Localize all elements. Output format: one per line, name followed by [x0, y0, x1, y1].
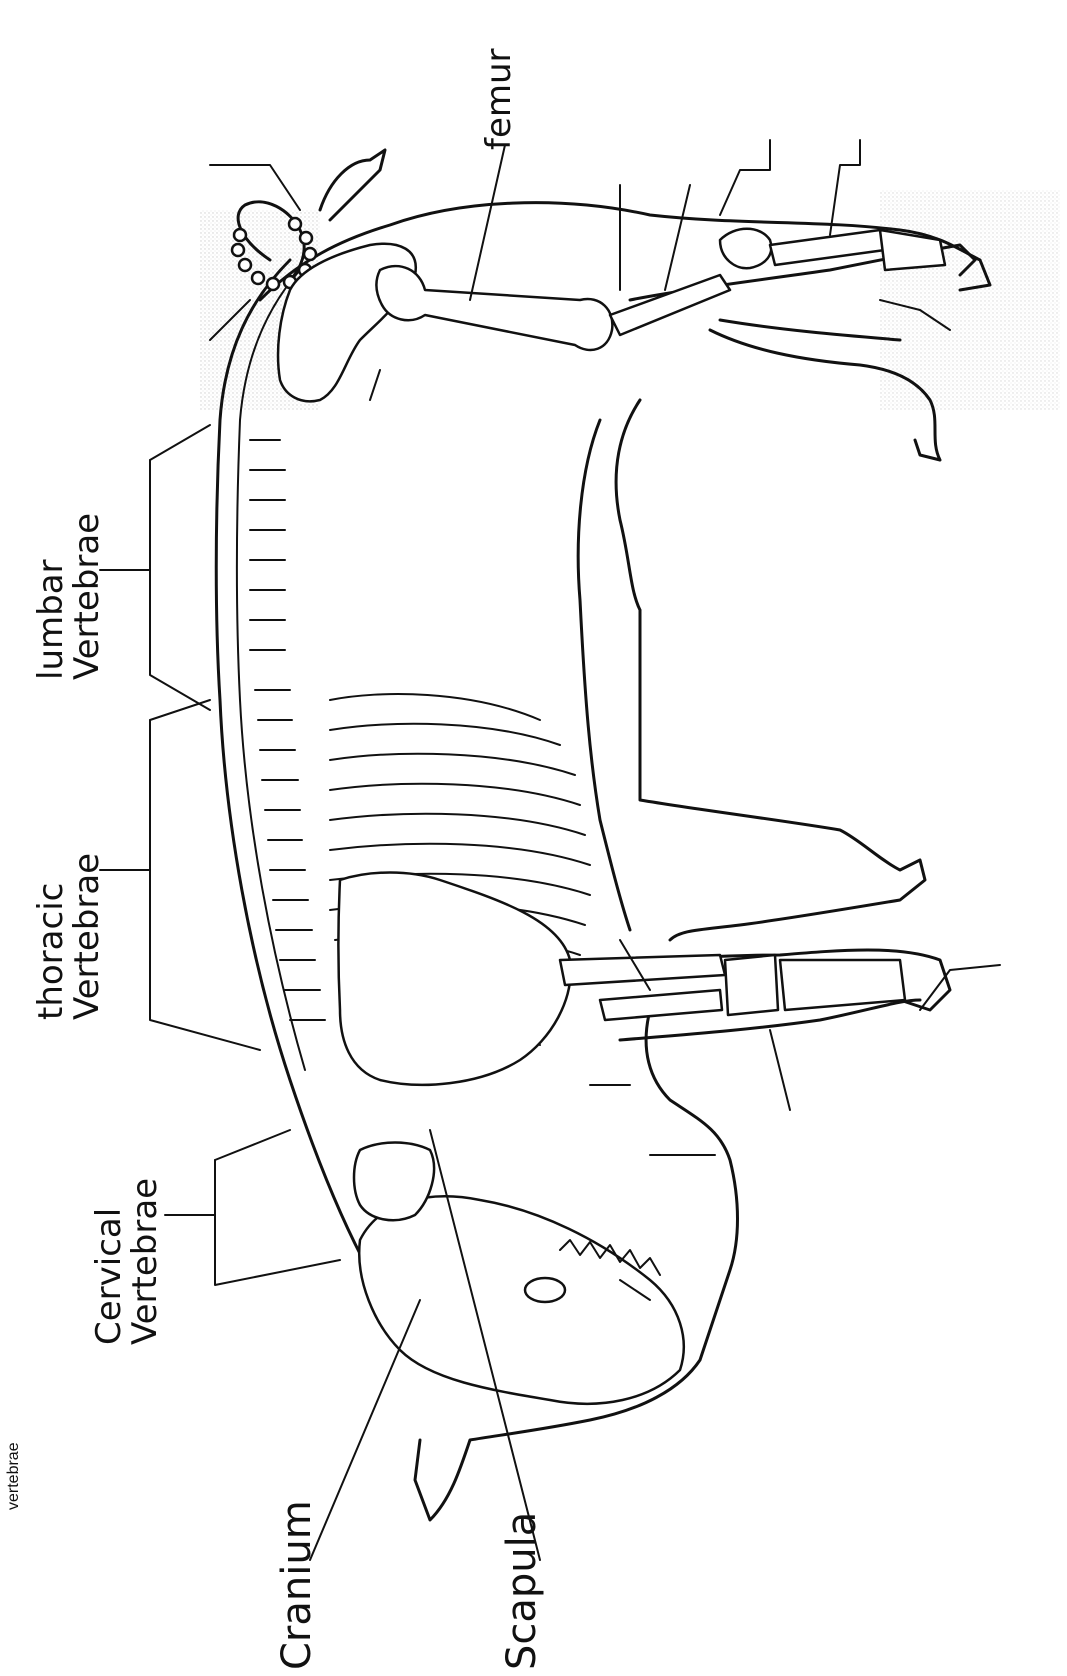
label-thoracic-line2: Vertebrae [67, 853, 107, 1020]
tail [320, 150, 385, 220]
speckle-shading-hindfoot [880, 190, 1060, 410]
spinal-processes [250, 440, 325, 1020]
label-lumbar-line2: Vertebrae [67, 513, 107, 680]
humerus-bone [560, 955, 725, 985]
label-scapula: Scapula [499, 1512, 545, 1670]
hind-metatarsals [770, 230, 885, 265]
label-lumbar-line1: lumbar [31, 559, 71, 680]
label-cervical-line2: Vertebrae [125, 1178, 165, 1345]
label-thoracic-line1: thoracic [31, 883, 71, 1020]
eye-orbit [525, 1278, 565, 1302]
cervical-vertebrae-bones [354, 1143, 434, 1221]
label-femur: femur [479, 48, 519, 150]
fore-phalanges [780, 960, 905, 1010]
belly-outline [578, 420, 630, 930]
radius-bone [600, 990, 722, 1020]
corner-caption: vertebrae [5, 1442, 22, 1510]
hock-bones [720, 229, 771, 268]
femur-bone [376, 266, 612, 350]
scapula-bone [339, 873, 571, 1085]
label-cranium: Cranium [274, 1500, 320, 1670]
carpal-bones [725, 955, 778, 1015]
tibia-bone [610, 275, 730, 335]
label-cervical-line1: Cervical [89, 1208, 129, 1345]
skull [359, 1196, 684, 1403]
